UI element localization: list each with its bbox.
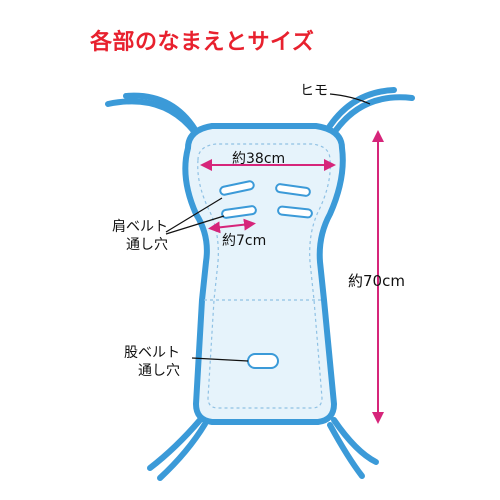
crotch-belt-label-line1: 股ベルト <box>124 345 180 361</box>
slot-width-label: 約7cm <box>222 233 267 249</box>
length-label: 約70cm <box>348 272 405 290</box>
shoulder-slot-lower-right <box>277 205 313 219</box>
shoulder-slots <box>219 180 313 219</box>
page-title: 各部のなまえとサイズ <box>90 30 315 55</box>
shoulder-leader-upper <box>165 197 223 233</box>
slot-width-arrow <box>208 218 256 234</box>
shoulder-belt-label-line2: 通し穴 <box>126 237 168 253</box>
crotch-belt-label-line2: 通し穴 <box>138 363 180 379</box>
shoulder-slot-lower-left <box>221 205 257 219</box>
shoulder-belt-label: 肩ベルト 通し穴 <box>112 218 168 254</box>
strap-bottom-right-outer <box>331 417 379 465</box>
pad-outline <box>182 123 346 425</box>
strap-top-right-outer <box>329 94 415 139</box>
crotch-leader <box>191 357 249 362</box>
crotch-slot <box>247 353 279 369</box>
strap-group <box>105 87 415 481</box>
shoulder-slot-upper-left <box>219 180 255 196</box>
crotch-belt-label: 股ベルト 通し穴 <box>124 344 180 380</box>
shoulder-belt-label-line1: 肩ベルト <box>112 219 168 235</box>
himo-label: ヒモ <box>300 83 328 99</box>
width-label: 約38cm <box>232 151 286 167</box>
strap-bottom-right-inner <box>327 422 365 479</box>
himo-leader <box>329 93 371 105</box>
strap-bottom-left-inner <box>157 421 208 481</box>
shoulder-slot-upper-right <box>275 183 311 197</box>
strap-bottom-left-outer <box>147 417 203 471</box>
leader-lines <box>165 93 371 362</box>
strap-top-right-inner <box>323 87 397 135</box>
shoulder-leader-lower <box>165 215 225 235</box>
